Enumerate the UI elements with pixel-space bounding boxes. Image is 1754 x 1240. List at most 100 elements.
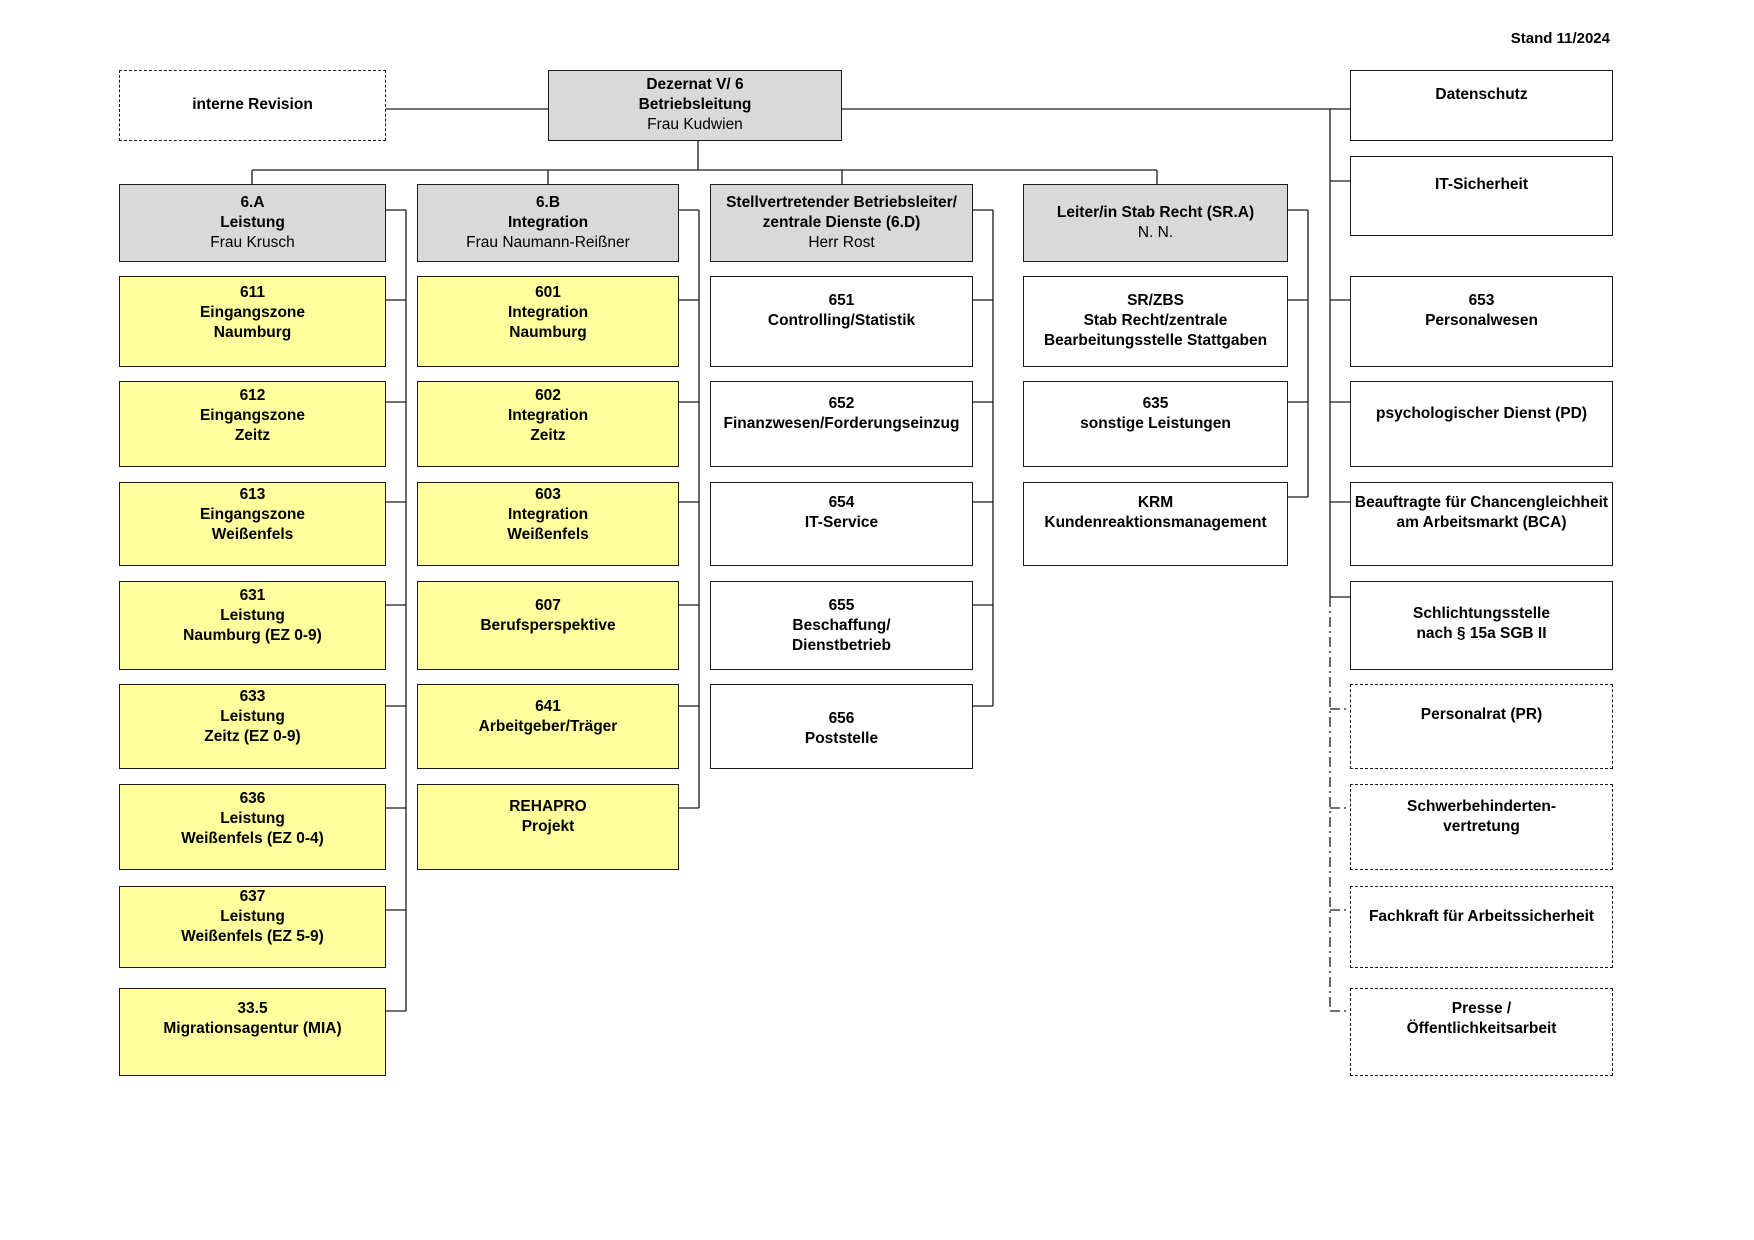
unit-label: Zeitz xyxy=(234,427,271,444)
unit-label: Naumburg xyxy=(509,324,587,341)
unit-633: 633 Leistung Zeitz (EZ 0-9) xyxy=(119,684,386,769)
unit-code: 652 xyxy=(828,395,855,412)
unit-code: 655 xyxy=(828,597,855,614)
unit-code: 607 xyxy=(535,597,561,614)
unit-label: Finanzwesen/Forderungseinzug xyxy=(723,415,960,432)
unit-code: SR/ZBS xyxy=(1127,292,1184,309)
head-sra: Leiter/in Stab Recht (SR.A) N. N. xyxy=(1023,184,1288,262)
unit-code: 653 xyxy=(1468,292,1495,309)
staff-label: Beauftragte für Chancengleichheit xyxy=(1354,494,1609,511)
unit-label: Dienstbetrieb xyxy=(791,637,892,654)
unit-code: 601 xyxy=(535,284,561,301)
unit-code: 611 xyxy=(239,284,265,301)
unit-label: Eingangszone xyxy=(199,407,306,424)
unit-label: Integration xyxy=(507,304,589,321)
unit-label: IT-Service xyxy=(804,514,879,531)
head-label: 6.A xyxy=(240,194,265,211)
staff-label: vertretung xyxy=(1443,818,1520,835)
unit-label: Leistung xyxy=(220,810,285,827)
unit-code: 612 xyxy=(239,387,266,404)
staff-personalrat: Personalrat (PR) xyxy=(1350,684,1613,769)
unit-label: Zeitz xyxy=(530,427,566,444)
unit-33-5: 33.5 Migrationsagentur (MIA) xyxy=(119,988,386,1076)
staff-pd: psychologischer Dienst (PD) xyxy=(1350,381,1613,467)
stand-date: Stand 11/2024 xyxy=(1510,30,1610,47)
unit-code: 613 xyxy=(239,486,266,503)
dezernat-subtitle: Betriebsleitung xyxy=(638,96,752,113)
unit-code: 654 xyxy=(828,494,855,511)
staff-fachkraft-arbeitssicherheit: Fachkraft für Arbeitssicherheit xyxy=(1350,886,1613,968)
unit-603: 603 Integration Weißenfels xyxy=(417,482,679,566)
unit-code: 636 xyxy=(239,790,266,807)
unit-code: 656 xyxy=(828,710,855,727)
head-person: N. N. xyxy=(1137,224,1174,241)
unit-label: Weißenfels xyxy=(507,526,589,543)
staff-it-sicherheit: IT-Sicherheit xyxy=(1350,156,1613,236)
unit-607: 607 Berufsperspektive xyxy=(417,581,679,670)
unit-label: Eingangszone xyxy=(199,506,306,523)
unit-label: sonstige Leistungen xyxy=(1080,415,1231,432)
head-label: Leistung xyxy=(220,214,285,231)
unit-label: Stab Recht/zentrale xyxy=(1083,312,1228,329)
unit-code: 641 xyxy=(535,698,561,715)
unit-label: Poststelle xyxy=(804,730,879,747)
unit-label: Integration xyxy=(507,407,589,424)
box-label: interne Revision xyxy=(192,96,313,113)
staff-presse: Presse / Öffentlichkeitsarbeit xyxy=(1350,988,1613,1076)
unit-label: Weißenfels (EZ 5-9) xyxy=(181,928,324,945)
staff-label: Personalwesen xyxy=(1425,312,1538,329)
staff-schlichtungsstelle: Schlichtungsstelle nach § 15a SGB II xyxy=(1350,581,1613,670)
unit-label: Bearbeitungsstelle Stattgaben xyxy=(1043,332,1268,349)
staff-label: psychologischer Dienst (PD) xyxy=(1375,405,1587,422)
head-6a: 6.A Leistung Frau Krusch xyxy=(119,184,386,262)
head-6d: Stellvertretender Betriebsleiter/ zentra… xyxy=(710,184,973,262)
unit-656: 656 Poststelle xyxy=(710,684,973,769)
unit-label: Zeitz (EZ 0-9) xyxy=(204,728,301,745)
staff-label: Personalrat (PR) xyxy=(1420,706,1543,723)
box-dezernat: Dezernat V/ 6 Betriebsleitung Frau Kudwi… xyxy=(548,70,842,141)
unit-637: 637 Leistung Weißenfels (EZ 5-9) xyxy=(119,886,386,968)
dezernat-person: Frau Kudwien xyxy=(647,116,743,133)
unit-636: 636 Leistung Weißenfels (EZ 0-4) xyxy=(119,784,386,870)
head-label: zentrale Dienste (6.D) xyxy=(762,214,921,231)
unit-label: Leistung xyxy=(220,908,285,925)
unit-label: Kundenreaktionsmanagement xyxy=(1044,514,1267,531)
staff-label: IT-Sicherheit xyxy=(1434,176,1529,193)
unit-641: 641 Arbeitgeber/Träger xyxy=(417,684,679,769)
unit-code: 633 xyxy=(239,688,266,705)
unit-613: 613 Eingangszone Weißenfels xyxy=(119,482,386,566)
unit-code: KRM xyxy=(1137,494,1174,511)
unit-label: Weißenfels (EZ 0-4) xyxy=(181,830,324,847)
staff-label: am Arbeitsmarkt (BCA) xyxy=(1396,514,1567,531)
unit-code: 603 xyxy=(535,486,561,503)
unit-655: 655 Beschaffung/ Dienstbetrieb xyxy=(710,581,973,670)
staff-653: 653 Personalwesen xyxy=(1350,276,1613,367)
unit-601: 601 Integration Naumburg xyxy=(417,276,679,367)
unit-label: Controlling/Statistik xyxy=(767,312,916,329)
unit-code: 651 xyxy=(828,292,855,309)
head-label: Integration xyxy=(507,214,589,231)
unit-sr-zbs: SR/ZBS Stab Recht/zentrale Bearbeitungss… xyxy=(1023,276,1288,367)
unit-635: 635 sonstige Leistungen xyxy=(1023,381,1288,467)
staff-schwerbehindertenvertretung: Schwerbehinderten- vertretung xyxy=(1350,784,1613,870)
box-interne-revision: interne Revision xyxy=(119,70,386,141)
unit-611: 611 Eingangszone Naumburg xyxy=(119,276,386,367)
unit-code: 631 xyxy=(239,587,266,604)
staff-label: Fachkraft für Arbeitssicherheit xyxy=(1368,908,1595,925)
head-label: 6.B xyxy=(535,194,561,211)
unit-612: 612 Eingangszone Zeitz xyxy=(119,381,386,467)
unit-label: Migrationsagentur (MIA) xyxy=(163,1020,342,1037)
unit-label: Leistung xyxy=(220,607,285,624)
unit-651: 651 Controlling/Statistik xyxy=(710,276,973,367)
staff-label: Schlichtungsstelle xyxy=(1413,605,1550,622)
unit-label: Arbeitgeber/Träger xyxy=(478,718,618,735)
unit-654: 654 IT-Service xyxy=(710,482,973,566)
unit-label: Projekt xyxy=(521,818,575,835)
unit-652: 652 Finanzwesen/Forderungseinzug xyxy=(710,381,973,467)
unit-krm: KRM Kundenreaktionsmanagement xyxy=(1023,482,1288,566)
head-person: Herr Rost xyxy=(808,234,875,251)
head-person: Frau Krusch xyxy=(210,234,295,251)
unit-631: 631 Leistung Naumburg (EZ 0-9) xyxy=(119,581,386,670)
unit-label: Weißenfels xyxy=(211,526,294,543)
